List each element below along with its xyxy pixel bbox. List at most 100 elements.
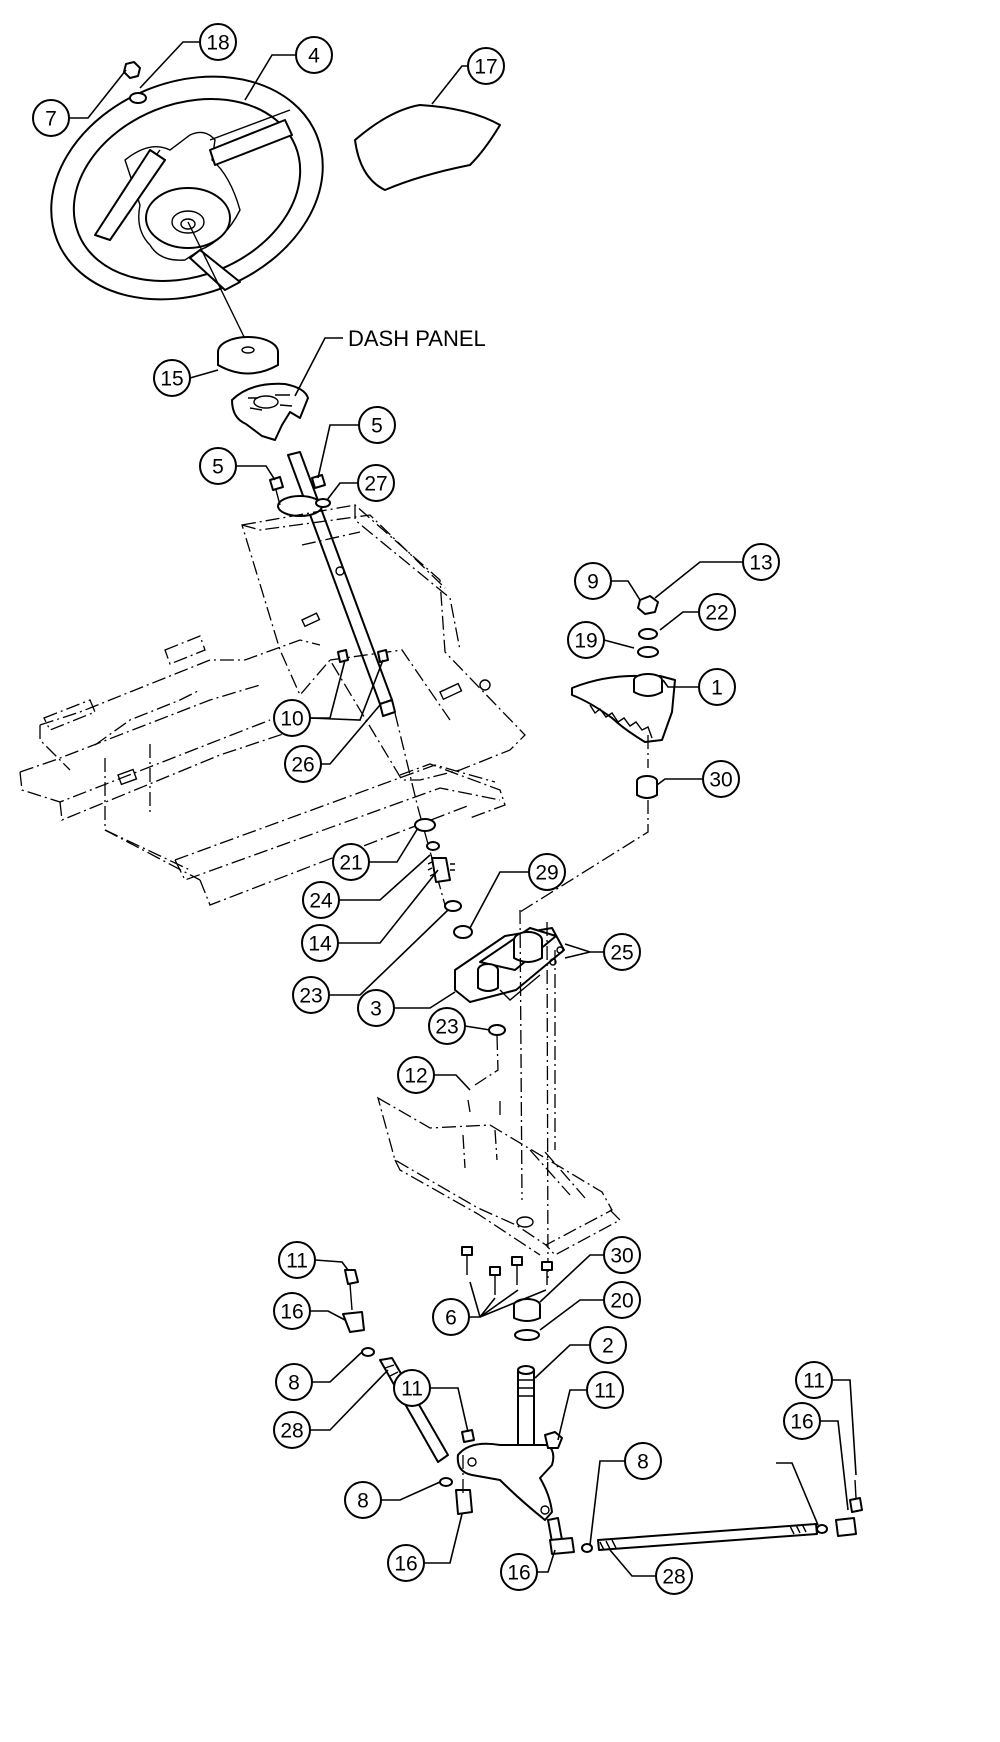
callout-25: 25 bbox=[603, 933, 641, 971]
callout-14: 14 bbox=[301, 924, 339, 962]
callout-circle bbox=[783, 1402, 821, 1440]
callout-circle bbox=[795, 1361, 833, 1399]
callout-circle bbox=[273, 699, 311, 737]
callout-number: 11 bbox=[286, 1250, 308, 1273]
steering-cap bbox=[217, 336, 279, 375]
callout-circle bbox=[357, 464, 395, 502]
callout-number: 30 bbox=[610, 1245, 633, 1268]
callout-circle bbox=[393, 1369, 431, 1407]
callout-circle bbox=[702, 760, 740, 798]
leader-lines bbox=[70, 41, 857, 1577]
callout-number: 23 bbox=[299, 985, 322, 1008]
callout-number: 15 bbox=[160, 368, 183, 391]
callout-5: 5 bbox=[199, 447, 237, 485]
steering-arm bbox=[456, 1442, 555, 1521]
callout-circle bbox=[432, 1298, 470, 1336]
callout-number: 25 bbox=[610, 942, 633, 965]
callout-number: 12 bbox=[404, 1065, 427, 1088]
callout-number: 16 bbox=[507, 1562, 530, 1585]
steering-shaft bbox=[277, 451, 396, 717]
callout-circle bbox=[655, 1557, 693, 1595]
callout-circle bbox=[357, 989, 395, 1027]
callout-7: 7 bbox=[32, 99, 70, 137]
left-drag-link bbox=[342, 1269, 475, 1515]
callout-number: 5 bbox=[371, 415, 383, 438]
callout-5: 5 bbox=[358, 406, 396, 444]
callout-23: 23 bbox=[292, 976, 330, 1014]
callout-number: 11 bbox=[594, 1380, 616, 1403]
callout-circle bbox=[698, 668, 736, 706]
callout-number: 8 bbox=[357, 1490, 369, 1513]
callout-16: 16 bbox=[273, 1292, 311, 1330]
callout-circle bbox=[589, 1326, 627, 1364]
callout-8: 8 bbox=[624, 1442, 662, 1480]
callout-11: 11 bbox=[795, 1361, 833, 1399]
callout-circle bbox=[698, 593, 736, 631]
callout-number: 10 bbox=[280, 708, 303, 731]
callout-28: 28 bbox=[655, 1557, 693, 1595]
callout-circle bbox=[301, 924, 339, 962]
steering-wheel-nut bbox=[123, 61, 147, 104]
callout-12: 12 bbox=[397, 1056, 435, 1094]
callout-circle bbox=[467, 47, 505, 85]
callout-number: 9 bbox=[587, 571, 599, 594]
callout-8: 8 bbox=[275, 1363, 313, 1401]
spindle-shaft bbox=[517, 1365, 535, 1446]
callout-circle bbox=[153, 359, 191, 397]
dash-tower bbox=[241, 504, 526, 781]
callout-circle bbox=[574, 562, 612, 600]
callout-number: 23 bbox=[435, 1016, 458, 1039]
callout-29: 29 bbox=[528, 853, 566, 891]
callout-circle bbox=[275, 1363, 313, 1401]
callout-number: 21 bbox=[339, 852, 362, 875]
callout-circle bbox=[603, 1236, 641, 1274]
callout-circle bbox=[199, 447, 237, 485]
callout-circle bbox=[397, 1056, 435, 1094]
callout-circle bbox=[428, 1007, 466, 1045]
callout-number: 16 bbox=[394, 1553, 417, 1576]
floor-plate bbox=[376, 1096, 622, 1256]
emblem-decal bbox=[354, 104, 501, 191]
callout-number: 18 bbox=[206, 32, 229, 55]
callout-3: 3 bbox=[357, 989, 395, 1027]
callout-number: 5 bbox=[212, 456, 224, 479]
callout-27: 27 bbox=[357, 464, 395, 502]
callout-circle bbox=[528, 853, 566, 891]
callout-number: 8 bbox=[637, 1451, 649, 1474]
callout-26: 26 bbox=[284, 745, 322, 783]
callout-6: 6 bbox=[432, 1298, 470, 1336]
callout-circle bbox=[603, 1281, 641, 1319]
callout-number: 11 bbox=[803, 1370, 825, 1393]
callout-number: 3 bbox=[370, 998, 382, 1021]
callout-circle bbox=[292, 976, 330, 1014]
sector-gear-assembly bbox=[519, 595, 676, 913]
callout-circle bbox=[32, 99, 70, 137]
callout-circle bbox=[332, 843, 370, 881]
callout-number: 13 bbox=[749, 552, 772, 575]
lower-bushing bbox=[513, 1298, 541, 1341]
callout-number: 26 bbox=[291, 754, 314, 777]
callout-number: 7 bbox=[45, 108, 57, 131]
bolt-5-right bbox=[311, 474, 331, 508]
washer-23-lower bbox=[488, 1024, 506, 1036]
dash-panel bbox=[231, 382, 309, 441]
callout-circle bbox=[567, 621, 605, 659]
callout-4: 4 bbox=[295, 36, 333, 74]
callout-number: 22 bbox=[705, 602, 728, 625]
callout-9: 9 bbox=[574, 562, 612, 600]
chassis-frame bbox=[19, 635, 506, 906]
callout-23: 23 bbox=[428, 1007, 466, 1045]
callout-2: 2 bbox=[589, 1326, 627, 1364]
callout-number: 19 bbox=[574, 630, 597, 653]
callout-21: 21 bbox=[332, 843, 370, 881]
callout-number: 30 bbox=[709, 769, 732, 792]
callout-11: 11 bbox=[586, 1371, 624, 1409]
callout-circle bbox=[302, 881, 340, 919]
callout-circle bbox=[624, 1442, 662, 1480]
callout-number: 2 bbox=[602, 1335, 614, 1358]
callout-number: 17 bbox=[474, 56, 497, 79]
dash-panel-label: DASH PANEL bbox=[348, 326, 486, 351]
callout-circle bbox=[199, 23, 237, 61]
